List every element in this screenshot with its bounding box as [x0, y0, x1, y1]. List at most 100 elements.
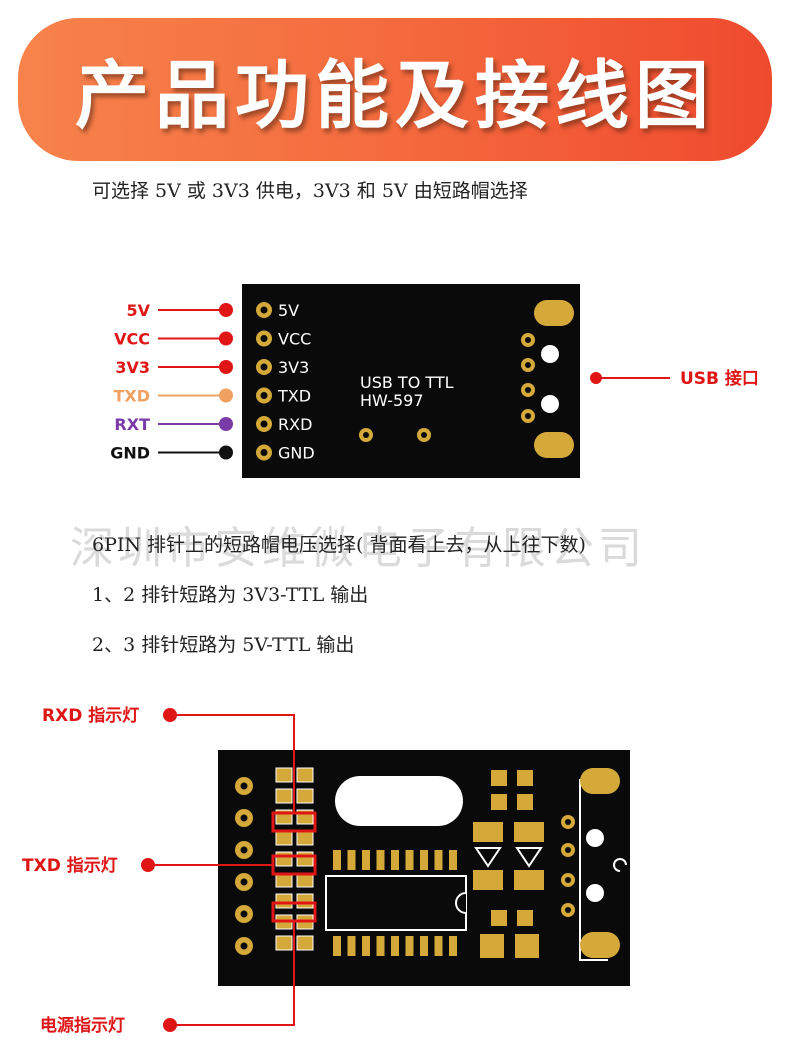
ic-pin	[405, 850, 414, 870]
usb-wire-dot	[590, 372, 602, 384]
smd-pad	[275, 893, 293, 909]
header-pad-hole	[240, 878, 248, 886]
usb-mount-pad	[580, 768, 620, 794]
ic-pin	[420, 936, 428, 956]
ic-pin	[434, 936, 443, 956]
pin-label: GND	[110, 444, 150, 463]
pin-label: 5V	[126, 301, 150, 320]
usb-symbol	[613, 858, 627, 872]
pad	[525, 337, 531, 343]
usb-label: USB 接口	[680, 368, 759, 389]
diode-pad	[473, 870, 503, 890]
diode-pad	[514, 822, 544, 842]
note-line-3: 2、3 排针短路为 5V-TTL 输出	[92, 634, 355, 656]
usb-hole	[586, 884, 604, 902]
usb-hole	[541, 345, 559, 363]
smd-pad	[480, 934, 504, 958]
pin-silk-label: TXD	[277, 387, 311, 406]
smd-pad	[296, 851, 314, 867]
rxd-leader	[172, 714, 295, 813]
power-led-label: 电源指示灯	[40, 1015, 125, 1036]
ic-pin	[347, 936, 356, 956]
ic-pin	[362, 936, 370, 956]
pin-silk-label: GND	[278, 444, 315, 463]
smd-pad	[275, 788, 293, 804]
pin-label: RXT	[114, 415, 150, 434]
diode-pad	[514, 870, 544, 890]
pin-wire-dot	[219, 445, 233, 460]
pad	[525, 362, 531, 368]
smd-pad	[517, 910, 533, 926]
diode-pad	[473, 822, 503, 842]
txd-led-label: TXD 指示灯	[22, 855, 118, 876]
pad	[525, 413, 531, 419]
ic-pin	[333, 936, 341, 956]
power-leader	[172, 921, 295, 1026]
pin-silk-label: RXD	[278, 415, 312, 434]
smd-pad	[296, 767, 314, 783]
diode-symbol	[515, 847, 543, 868]
pin-wire-dot	[219, 303, 233, 317]
usb-mount-pad	[534, 300, 574, 326]
pad	[565, 819, 571, 825]
pin-pad-hole	[260, 392, 268, 399]
ic-pin	[420, 850, 428, 870]
rxd-leader-dot	[163, 708, 177, 722]
smd-pad	[296, 788, 314, 804]
ic-pin	[449, 850, 457, 870]
smd-pad	[296, 893, 314, 909]
ic-pin	[347, 850, 356, 870]
pin-pad-hole	[260, 449, 268, 456]
usb-hole	[586, 829, 604, 847]
watermark: 深圳市安维微电子有限公司	[70, 523, 646, 574]
usb-mount-pad	[580, 932, 620, 958]
pad	[363, 432, 369, 438]
ic-pin	[376, 850, 385, 870]
power-leader-dot	[163, 1018, 177, 1032]
pin-silk-label: 3V3	[278, 358, 309, 377]
smd-pad	[491, 910, 507, 926]
pin-wire-dot	[219, 360, 233, 374]
pin-pad-hole	[260, 335, 268, 342]
board-back-diagram: RXD 指示灯 TXD 指示灯 电源指示灯	[22, 705, 630, 1036]
usb-hole	[541, 395, 559, 413]
txd-leader-dot	[141, 858, 155, 872]
smd-pad	[275, 851, 293, 867]
pin-wire-dot	[219, 331, 233, 346]
smd-pad	[515, 934, 539, 958]
ic-notch	[455, 892, 467, 914]
intro-text: 可选择 5V 或 3V3 供电，3V3 和 5V 由短路帽选择	[92, 180, 528, 202]
header-pad-hole	[240, 846, 248, 854]
pin-wire-dot	[219, 388, 233, 403]
pad	[525, 387, 531, 393]
pad	[565, 877, 571, 883]
ic-pin	[362, 850, 370, 870]
note-line-2: 1、2 排针短路为 3V3-TTL 输出	[92, 584, 369, 606]
smd-pad	[491, 794, 507, 810]
ic-pin	[333, 850, 341, 870]
smd-pad	[275, 935, 293, 951]
title-banner: 产品功能及接线图	[18, 18, 772, 161]
pin-pad-hole	[260, 420, 268, 428]
smd-pad	[296, 830, 314, 846]
pin-pad-hole	[260, 363, 268, 371]
pin-label: 3V3	[115, 358, 150, 377]
diode-symbol	[474, 847, 502, 868]
board-front	[242, 284, 580, 478]
smd-pad	[517, 794, 533, 810]
rxd-led-label: RXD 指示灯	[42, 705, 139, 726]
usb-mount-pad	[534, 432, 574, 458]
header-pad-hole	[240, 942, 248, 950]
ic-pin	[376, 936, 385, 956]
header-pad-hole	[240, 814, 248, 822]
smd-pad	[275, 767, 293, 783]
pin-wire-dot	[219, 417, 233, 431]
ic-pin	[391, 936, 399, 956]
pad	[565, 847, 571, 853]
pin-silk-label: VCC	[278, 330, 311, 349]
pin-label: VCC	[114, 330, 150, 349]
ic-pin	[405, 936, 414, 956]
header-pad-hole	[240, 782, 248, 790]
smd-pad	[491, 770, 507, 786]
